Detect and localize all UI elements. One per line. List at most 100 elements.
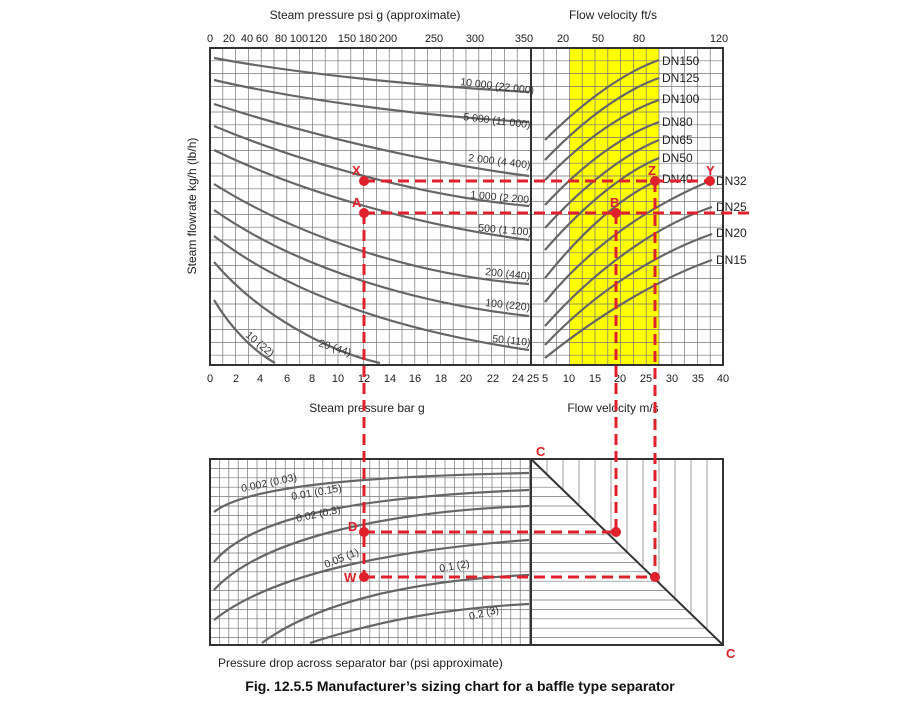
psi-tick-label: 80: [275, 33, 287, 45]
flow-curve-50: [213, 235, 530, 352]
bar-tick-label: 14: [384, 373, 396, 385]
flow-label-5000: 5 000 (11 000): [463, 111, 531, 131]
point-y-marker: [705, 176, 715, 186]
psi-tick-label: 200: [379, 33, 397, 45]
diagonal-c-line: [530, 458, 724, 646]
label-w: W: [344, 570, 357, 585]
dn100-label: DN100: [662, 92, 700, 106]
dn50-label: DN50: [662, 151, 693, 165]
dn15-label: DN15: [716, 253, 747, 267]
fts-tick-label: 20: [557, 33, 569, 45]
dn50-curve: [544, 156, 660, 251]
dp-curve-005: [213, 538, 530, 621]
lower-left-grid: [210, 459, 531, 645]
point-b-marker: [611, 208, 621, 218]
bar-tick-label: 22: [487, 373, 499, 385]
upper-right-frame: [530, 47, 724, 366]
pressure-drop-curves: [213, 471, 530, 645]
dp-curve-001: [213, 488, 530, 563]
ms-tick-label: 40: [717, 373, 729, 385]
flow-curve-10000: [213, 56, 530, 94]
bottom-right-axis-title: Flow velocity m/s: [567, 401, 658, 415]
psi-tick-label: 40: [241, 33, 253, 45]
bar-tick-label: 4: [257, 373, 263, 385]
dn25-curve: [544, 205, 713, 327]
dn20-curve: [544, 232, 713, 346]
pipe-size-labels: DN150 DN125 DN100 DN80 DN65 DN50 DN40 DN…: [662, 54, 747, 267]
flow-curve-500: [213, 149, 530, 242]
flow-label-1000: 1 000 (2 200): [470, 189, 533, 206]
dn65-label: DN65: [662, 133, 693, 147]
point-d-marker: [359, 527, 369, 537]
point-w-marker: [359, 572, 369, 582]
top-right-axis-title: Flow velocity ft/s: [569, 8, 657, 22]
flow-curve-20: [213, 261, 381, 365]
label-c-top: C: [536, 444, 546, 459]
dn20-label: DN20: [716, 226, 747, 240]
bar-tick-label: 10: [332, 373, 344, 385]
psi-tick-label: 60: [256, 33, 268, 45]
point-x-marker: [359, 176, 369, 186]
ms-tick-label: 10: [563, 373, 575, 385]
dp-label-01: 0.1 (2): [438, 558, 470, 575]
psi-tick-label: 20: [223, 33, 235, 45]
psi-tick-label: 250: [425, 33, 443, 45]
ms-tick-label: 30: [666, 373, 678, 385]
dn150-curve: [544, 58, 660, 141]
flowrate-curves: [213, 56, 530, 365]
point-w-corner-marker: [650, 572, 660, 582]
psi-tick-label: 300: [466, 33, 484, 45]
fts-tick-label: 80: [633, 33, 645, 45]
left-axis-title: Steam flowrate kg/h (lb/h): [185, 138, 199, 275]
flow-curve-5000: [213, 78, 530, 124]
upper-left-frame: [209, 47, 532, 366]
bar-tick-label: 20: [460, 373, 472, 385]
ms-tick-label: 35: [692, 373, 704, 385]
dn150-label: DN150: [662, 54, 700, 68]
upper-left-grid: [210, 48, 531, 365]
bar-tick-label: 0: [207, 373, 213, 385]
dn40-curve: [544, 178, 660, 279]
bar-tick-label: 25: [527, 373, 539, 385]
flow-curve-2000: [213, 102, 530, 178]
figure-caption: Fig. 12.5.5 Manufacturer’s sizing chart …: [245, 678, 675, 694]
dn80-label: DN80: [662, 115, 693, 129]
lower-axis-title: Pressure drop across separator bar (psi …: [218, 656, 503, 670]
lower-right-diagonal-grid: [531, 459, 716, 638]
top-left-axis-title: Steam pressure psi g (approximate): [270, 8, 461, 22]
bar-tick-label: 2: [233, 373, 239, 385]
dn15-curve: [544, 258, 713, 359]
flow-curve-100: [213, 209, 530, 318]
point-a-marker: [359, 208, 369, 218]
bar-tick-label: 16: [409, 373, 421, 385]
label-b: B: [610, 195, 619, 210]
point-labels: X Z Y A B D W C C: [344, 163, 736, 661]
dn32-curve: [544, 179, 711, 303]
dn100-curve: [544, 98, 660, 181]
bar-tick-label: 8: [309, 373, 315, 385]
flow-label-50: 50 (110): [492, 333, 531, 349]
lower-right-frame: [530, 458, 724, 646]
dn32-label: DN32: [716, 174, 747, 188]
dp-curve-02: [309, 602, 530, 645]
fts-tick-label: 120: [710, 33, 728, 45]
dn125-label: DN125: [662, 71, 700, 85]
label-d: D: [348, 519, 357, 534]
psi-tick-label: 100: [290, 33, 308, 45]
flow-label-200: 200 (440): [485, 266, 531, 283]
label-c-bottom: C: [726, 646, 736, 661]
dn125-curve: [544, 76, 660, 161]
flow-curve-10: [213, 299, 276, 364]
label-a: A: [352, 195, 362, 210]
bar-tick-label: 24: [512, 373, 524, 385]
bar-tick-label: 12: [358, 373, 370, 385]
bar-tick-label: 6: [284, 373, 290, 385]
point-z-marker: [650, 176, 660, 186]
dp-curve-0002: [213, 471, 530, 513]
ms-tick-label: 5: [542, 373, 548, 385]
point-d-corner-marker: [611, 527, 621, 537]
psi-tick-label: 150: [338, 33, 356, 45]
